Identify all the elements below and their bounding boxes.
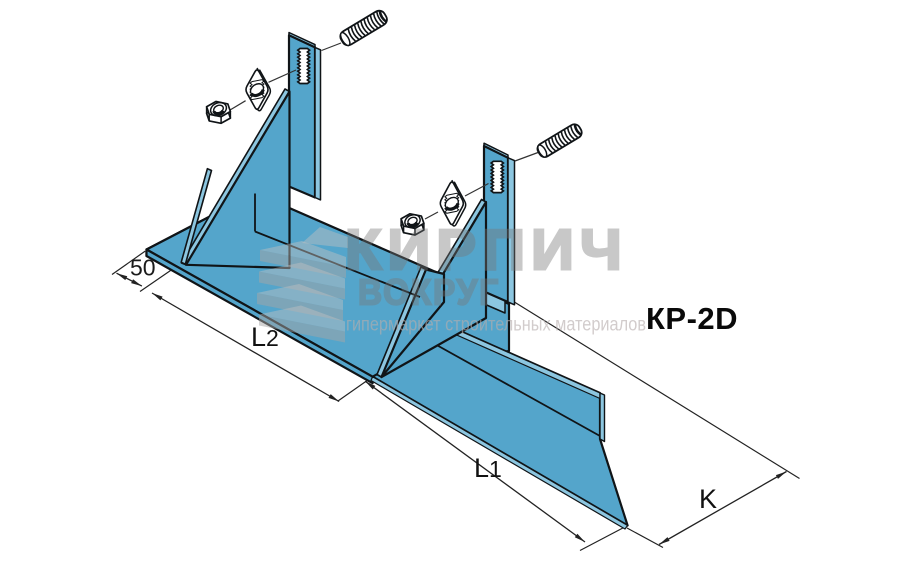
svg-text:K: K [699,484,717,514]
svg-text:L1: L1 [474,453,502,483]
svg-text:гипермаркет строительных матер: гипермаркет строительных материалов [346,315,646,336]
svg-text:КР-2D: КР-2D [646,301,738,336]
svg-text:КИРПИЧ: КИРПИЧ [345,218,628,282]
svg-text:ВОКРУГ: ВОКРУГ [358,272,500,313]
